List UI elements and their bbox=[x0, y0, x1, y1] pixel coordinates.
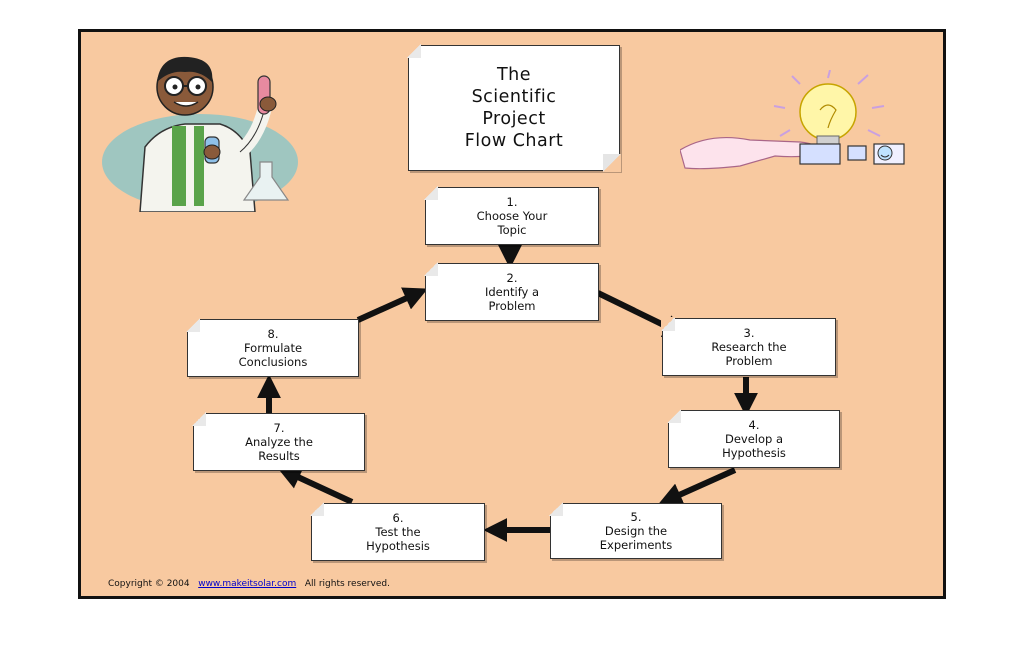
step-number: 6. bbox=[392, 511, 404, 525]
step-label-line: Topic bbox=[497, 223, 527, 237]
title-line-4: Flow Chart bbox=[464, 131, 564, 151]
arrow-8-to-2 bbox=[356, 287, 428, 323]
step-label-line: Experiments bbox=[599, 538, 673, 552]
title-line-2: Scientific bbox=[471, 87, 557, 107]
page-fold-corner bbox=[667, 409, 681, 423]
page-fold-corner bbox=[424, 262, 438, 276]
website-link[interactable]: www.makeitsolar.com bbox=[198, 579, 297, 589]
step-label-line: Hypothesis bbox=[722, 446, 786, 460]
page-fold-corner bbox=[549, 502, 563, 516]
step-number: 5. bbox=[630, 510, 642, 524]
page-fold-corner bbox=[192, 412, 206, 426]
copyright-footer: Copyright © 2004 www.makeitsolar.com All… bbox=[108, 579, 390, 589]
step-label-line: Design the bbox=[604, 524, 668, 538]
step-number: 8. bbox=[267, 327, 279, 341]
step-label-line: Analyze the bbox=[245, 435, 313, 449]
page-curl-corner bbox=[603, 154, 621, 172]
chart-title-note: The Scientific Project Flow Chart bbox=[407, 44, 621, 172]
step-8-formulate-conclusions: 8. Formulate Conclusions bbox=[186, 318, 359, 377]
step-number: 1. bbox=[506, 195, 518, 209]
step-number: 3. bbox=[743, 326, 755, 340]
step-number: 7. bbox=[273, 421, 285, 435]
step-label-line: Results bbox=[258, 449, 300, 463]
step-4-develop-hypothesis: 4. Develop a Hypothesis bbox=[667, 409, 840, 468]
step-label-line: Identify a bbox=[484, 285, 540, 299]
arrow-4-to-5 bbox=[658, 467, 737, 506]
scientist-illustration bbox=[102, 56, 298, 212]
step-label-line: Problem bbox=[488, 299, 536, 313]
title-line-3: Project bbox=[482, 109, 546, 129]
step-label-line: Choose Your bbox=[476, 209, 548, 223]
copyright-text: Copyright © 2004 bbox=[108, 579, 190, 589]
page-fold-corner bbox=[661, 317, 675, 331]
step-label-line: Develop a bbox=[724, 432, 784, 446]
step-5-design-experiments: 5. Design the Experiments bbox=[549, 502, 722, 559]
page-fold-corner bbox=[407, 44, 421, 58]
step-7-analyze-results: 7. Analyze the Results bbox=[192, 412, 365, 471]
step-number: 4. bbox=[748, 418, 760, 432]
step-label-line: Research the bbox=[711, 340, 787, 354]
step-number: 2. bbox=[506, 271, 518, 285]
rights-text: All rights reserved. bbox=[304, 579, 390, 589]
title-line-1: The bbox=[496, 65, 532, 85]
page-fold-corner bbox=[310, 502, 324, 516]
step-label-line: Test the bbox=[375, 525, 421, 539]
page-fold-corner bbox=[186, 318, 200, 332]
step-label-line: Hypothesis bbox=[366, 539, 430, 553]
lightbulb-idea-illustration bbox=[680, 70, 905, 170]
step-3-research-problem: 3. Research the Problem bbox=[661, 317, 836, 376]
arrow-6-to-7 bbox=[277, 466, 354, 505]
step-2-identify-problem: 2. Identify a Problem bbox=[424, 262, 599, 321]
page-fold-corner bbox=[424, 186, 438, 200]
step-6-test-hypothesis: 6. Test the Hypothesis bbox=[310, 502, 485, 561]
step-label-line: Formulate bbox=[243, 341, 303, 355]
step-label-line: Problem bbox=[725, 354, 773, 368]
step-label-line: Conclusions bbox=[238, 355, 308, 369]
step-1-choose-topic: 1. Choose Your Topic bbox=[424, 186, 599, 245]
